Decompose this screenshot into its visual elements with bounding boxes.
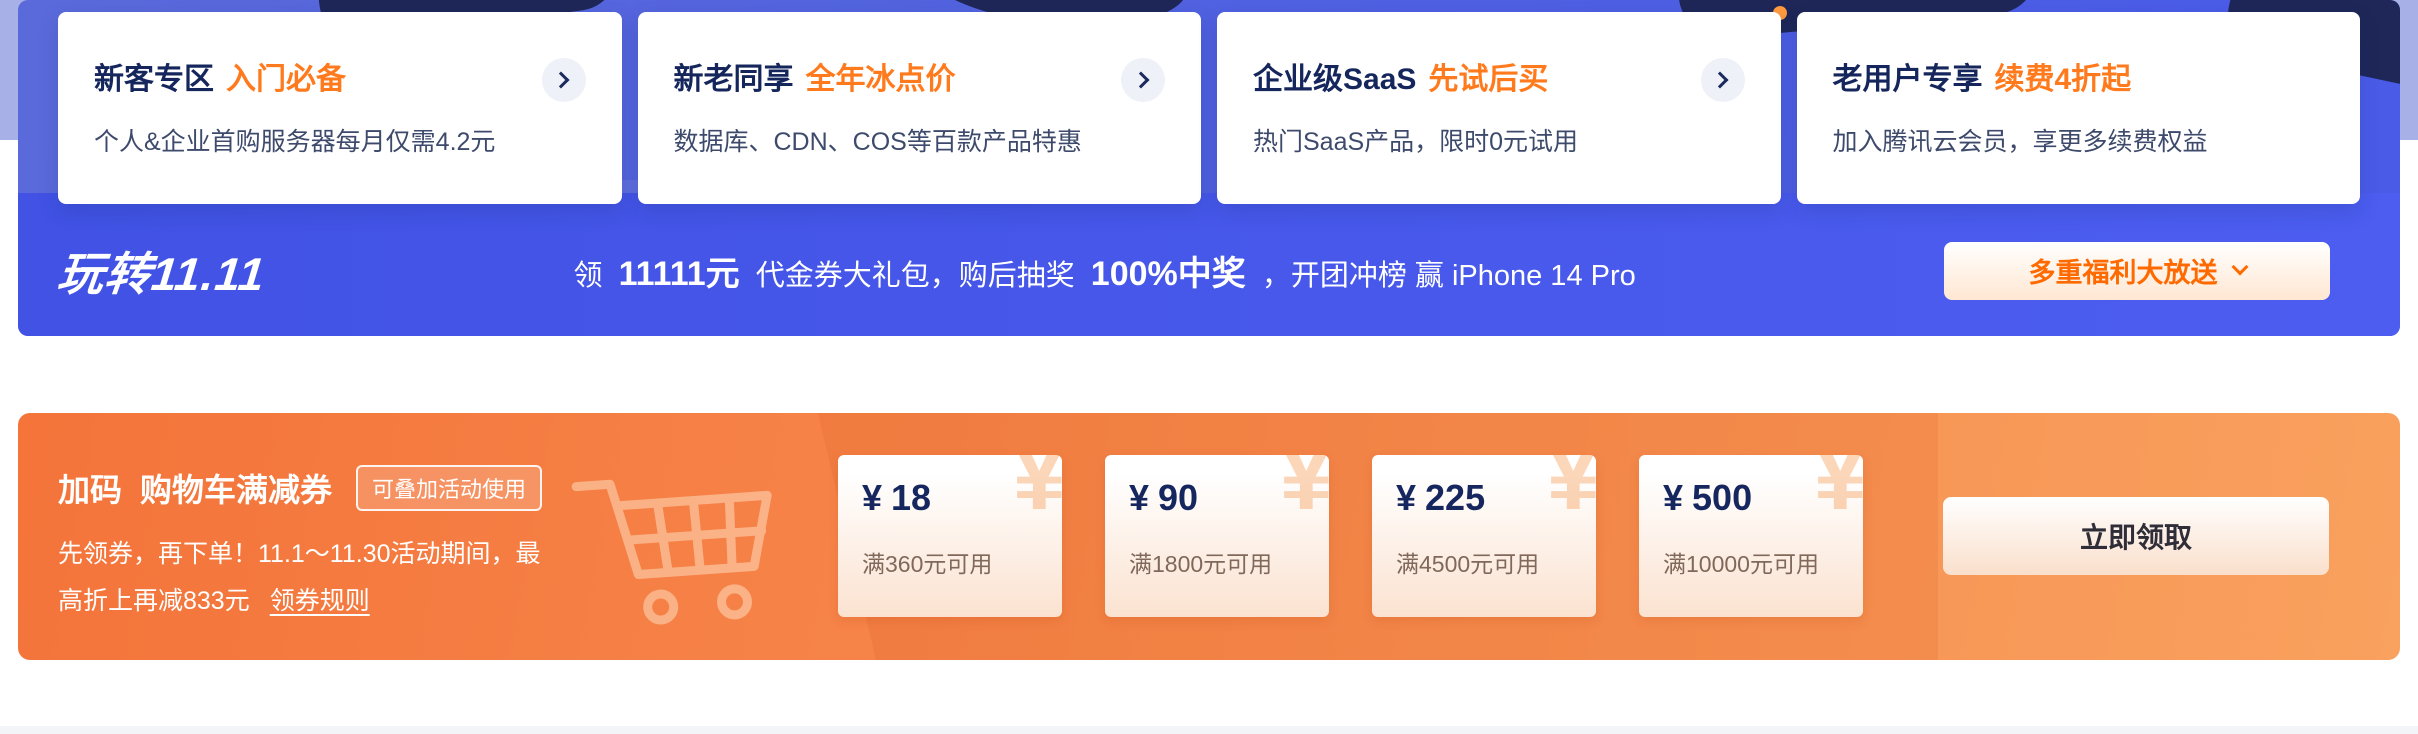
- shopping-cart-illustration: [571, 479, 772, 625]
- amount-value: 225: [1425, 477, 1486, 518]
- card-title-highlight: 续费4折起: [1994, 63, 2132, 96]
- coupon-description: 先领券，再下单！11.1～11.30活动期间，最 高折上再减833元领券规则: [58, 531, 542, 625]
- coupon-rules-link[interactable]: 领券规则: [269, 587, 370, 615]
- promo-card-renewal[interactable]: 老用户专享 续费4折起 加入腾讯云会员，享更多续费权益: [1796, 12, 2361, 204]
- claim-coupons-button[interactable]: 立即领取: [1943, 497, 2329, 575]
- coupon-card-18[interactable]: ¥ ¥18 满360元可用: [838, 455, 1062, 617]
- card-title-highlight: 入门必备: [226, 63, 346, 96]
- currency-symbol: ¥: [1129, 477, 1150, 518]
- coupon-condition: 满10000元可用: [1663, 551, 1819, 577]
- yen-watermark-icon: ¥: [1546, 455, 1596, 530]
- arrow-right-icon[interactable]: [1121, 58, 1165, 102]
- coupon-description-line1: 先领券，再下单！11.1～11.30活动期间，最: [58, 540, 541, 568]
- card-title-text: 新客专区: [94, 63, 214, 96]
- amount-value: 90: [1158, 477, 1199, 518]
- cart-coupon-section: 加码 购物车满减券 可叠加活动使用 先领券，再下单！11.1～11.30活动期间…: [18, 413, 2400, 660]
- chevron-right-glyph: [552, 71, 570, 89]
- card-subtitle: 数据库、CDN、COS等百款产品特惠: [673, 128, 1082, 156]
- coupon-amount: ¥500: [1663, 477, 1752, 519]
- coupon-condition: 满4500元可用: [1396, 551, 1540, 577]
- coupon-title-row: 加码 购物车满减券 可叠加活动使用: [58, 465, 543, 511]
- coupon-card-90[interactable]: ¥ ¥90 满1800元可用: [1105, 455, 1329, 617]
- coupon-amount: ¥90: [1129, 477, 1198, 519]
- campaign-title: 玩转11.11: [54, 247, 268, 300]
- currency-symbol: ¥: [1396, 477, 1417, 518]
- coupon-condition: 满360元可用: [862, 551, 993, 577]
- message-lead: 领: [573, 260, 603, 292]
- arrow-right-icon[interactable]: [541, 58, 586, 102]
- promo-card-saas[interactable]: 企业级SaaS 先试后买 热门SaaS产品，限时0元试用: [1217, 12, 1781, 204]
- card-title-highlight: 先试后买: [1428, 63, 1549, 96]
- stackable-badge: 可叠加活动使用: [356, 465, 543, 511]
- yen-watermark-icon: ¥: [1813, 455, 1863, 530]
- campaign-message: 领 11111元 代金券大礼包，购后抽奖 100%中奖 ，开团冲榜 赢 iPho…: [265, 246, 1944, 295]
- card-title: 老用户专享 续费4折起: [1833, 62, 2361, 98]
- currency-symbol: ¥: [1663, 477, 1684, 518]
- promo-card-new-customer[interactable]: 新客专区 入门必备 个人&企业首购服务器每月仅需4.2元: [58, 12, 622, 204]
- card-title: 企业级SaaS 先试后买: [1253, 62, 1781, 98]
- promo-card-all-users[interactable]: 新老同享 全年冰点价 数据库、CDN、COS等百款产品特惠: [637, 12, 1202, 204]
- card-title-text: 企业级SaaS: [1253, 63, 1417, 96]
- message-mid: 代金券大礼包，购后抽奖: [755, 260, 1075, 292]
- coupon-title-lead: 加码: [58, 472, 123, 508]
- coupon-description-line2-row: 高折上再减833元领券规则: [58, 578, 542, 625]
- coupon-condition: 满1800元可用: [1129, 551, 1273, 577]
- chevron-right-glyph: [1711, 71, 1729, 89]
- coupon-info-block: 加码 购物车满减券 可叠加活动使用 先领券，再下单！11.1～11.30活动期间…: [58, 465, 543, 625]
- chevron-down-icon: [2231, 258, 2248, 275]
- chevron-right-glyph: [1132, 71, 1149, 89]
- prize-name: iPhone 14 Pro: [1451, 260, 1636, 292]
- card-subtitle: 热门SaaS产品，限时0元试用: [1253, 128, 1579, 156]
- message-tail: ，开团冲榜 赢: [1261, 260, 1444, 292]
- coupon-card-225[interactable]: ¥ ¥225 满4500元可用: [1372, 455, 1596, 617]
- campaign-banner: 玩转11.11 领 11111元 代金券大礼包，购后抽奖 100%中奖 ，开团冲…: [18, 193, 2400, 336]
- coupon-amount: ¥18: [862, 477, 931, 519]
- card-subtitle: 加入腾讯云会员，享更多续费权益: [1832, 128, 2208, 156]
- amount-value: 18: [891, 477, 932, 518]
- hero-section: 玩转11.11 领 11111元 代金券大礼包，购后抽奖 100%中奖 ，开团冲…: [18, 0, 2400, 336]
- arrow-right-icon[interactable]: [1700, 58, 1745, 102]
- benefits-button-label: 多重福利大放送: [2028, 258, 2218, 288]
- win-rate: 100%中奖: [1090, 255, 1246, 293]
- yen-watermark-icon: ¥: [1012, 455, 1062, 530]
- card-title-text: 老用户专享: [1832, 63, 1983, 96]
- card-title: 新客专区 入门必备: [94, 62, 622, 98]
- coupon-list: ¥ ¥18 满360元可用 ¥ ¥90 满1800元可用 ¥ ¥2: [838, 455, 1863, 617]
- card-title-highlight: 全年冰点价: [805, 63, 956, 96]
- coupon-card-500[interactable]: ¥ ¥500 满10000元可用: [1639, 455, 1863, 617]
- next-section-edge: [0, 726, 2418, 734]
- promo-cards-row: 新客专区 入门必备 个人&企业首购服务器每月仅需4.2元 新老同享 全年冰点价 …: [58, 12, 2360, 204]
- coupon-description-line2: 高折上再减833元: [58, 587, 250, 615]
- card-subtitle: 个人&企业首购服务器每月仅需4.2元: [94, 128, 496, 156]
- coupon-amount: ¥225: [1396, 477, 1485, 519]
- card-title-text: 新老同享: [673, 63, 794, 96]
- currency-symbol: ¥: [862, 477, 883, 518]
- yen-watermark-icon: ¥: [1279, 455, 1329, 530]
- voucher-amount: 11111元: [618, 255, 740, 293]
- amount-value: 500: [1692, 477, 1753, 518]
- content-container: 玩转11.11 领 11111元 代金券大礼包，购后抽奖 100%中奖 ，开团冲…: [18, 0, 2400, 660]
- benefits-dropdown-button[interactable]: 多重福利大放送: [1944, 241, 2330, 300]
- card-title: 新老同享 全年冰点价: [674, 62, 1202, 98]
- coupon-title: 购物车满减券: [140, 472, 333, 508]
